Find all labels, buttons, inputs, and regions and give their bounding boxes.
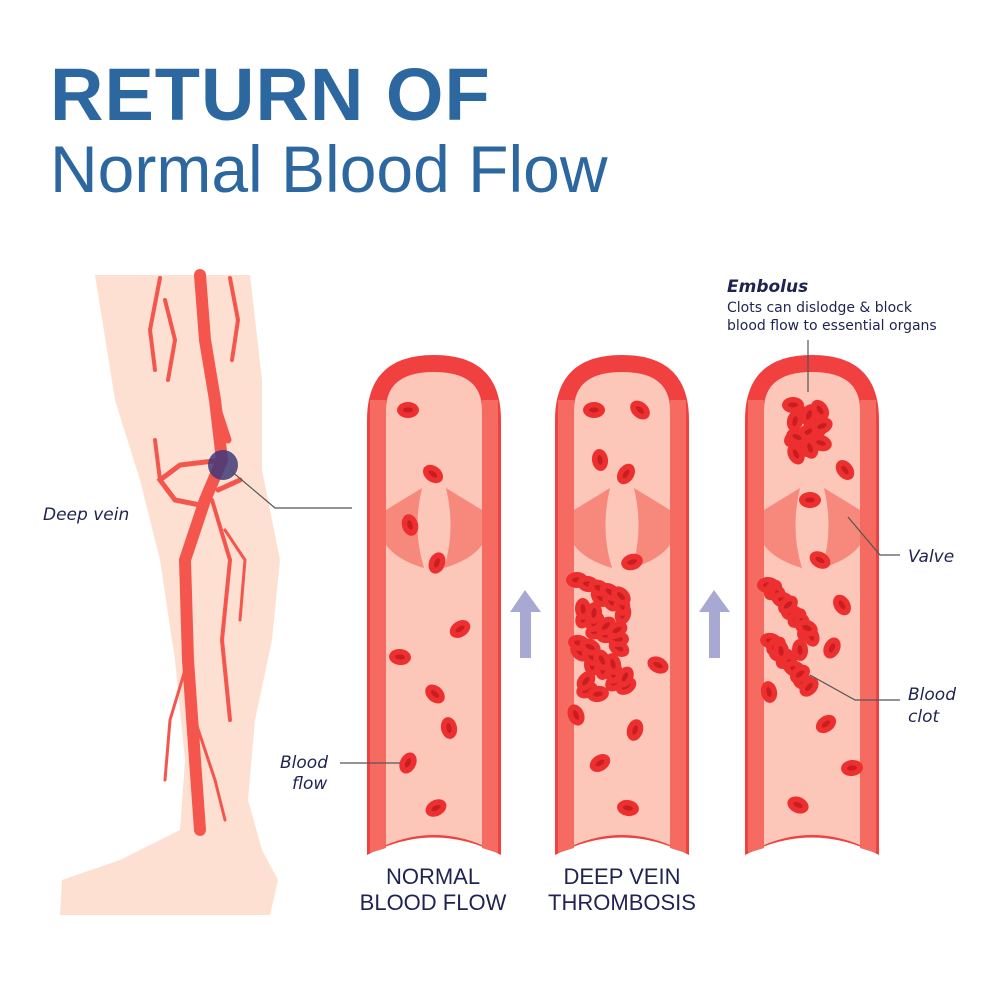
flow-arrow: [510, 590, 541, 658]
valve-leaflet: [764, 488, 802, 568]
red-blood-cell: [591, 449, 609, 471]
valve-label: Valve: [908, 547, 954, 567]
red-blood-cell: [449, 620, 471, 638]
embolus-desc-1: Clots can dislodge & block: [727, 300, 913, 316]
blood-flow-label-1: Blood: [280, 753, 328, 773]
valve-leaflet: [632, 488, 670, 568]
red-blood-cell: [799, 677, 819, 697]
red-blood-cell: [440, 717, 458, 739]
red-blood-cell: [791, 639, 809, 661]
deep-vein-label: Deep vein: [43, 505, 129, 525]
red-blood-cell: [585, 602, 603, 624]
red-blood-cell: [760, 681, 778, 703]
red-blood-cell: [815, 714, 837, 734]
red-blood-cell: [567, 704, 585, 726]
red-blood-cell: [399, 752, 417, 774]
normal-vessel: [367, 355, 501, 855]
red-blood-cell: [576, 671, 596, 691]
embolus-desc-2: blood flow to essential organs: [727, 318, 937, 334]
title-line-2: Normal Blood Flow: [50, 132, 608, 206]
red-blood-cell: [617, 799, 639, 817]
red-blood-cell: [809, 551, 831, 569]
red-blood-cell: [630, 400, 650, 420]
red-blood-cell: [422, 464, 444, 484]
red-blood-cell: [401, 514, 419, 536]
vein-highlight-circle: [208, 450, 238, 480]
red-blood-cell: [425, 684, 445, 704]
red-blood-cell: [587, 685, 609, 703]
red-blood-cell: [616, 666, 634, 688]
red-blood-cell: [787, 443, 805, 465]
red-blood-cell: [800, 404, 818, 426]
red-blood-cell: [799, 492, 821, 508]
title-line-1: RETURN OF: [50, 53, 491, 136]
red-blood-cell: [425, 799, 447, 817]
red-blood-cell: [397, 402, 419, 418]
embolus-title: Embolus: [727, 277, 808, 297]
red-blood-cell: [772, 640, 790, 662]
red-blood-cell: [787, 796, 809, 814]
normal-caption-1: NORMAL: [386, 864, 480, 889]
leg-illustration: [60, 269, 352, 915]
red-blood-cell: [604, 653, 622, 675]
valve-leaflet: [822, 488, 860, 568]
flow-arrow: [699, 590, 730, 658]
red-blood-cell: [611, 586, 631, 606]
red-blood-cell: [626, 719, 644, 741]
valve-leaflet: [444, 488, 482, 568]
red-blood-cell: [579, 638, 601, 656]
red-blood-cell: [583, 402, 605, 418]
red-blood-cell: [606, 621, 628, 639]
red-blood-cell: [789, 664, 811, 684]
callout-line: [229, 469, 352, 509]
red-blood-cell: [796, 619, 818, 637]
dvt-caption-2: THROMBOSIS: [548, 890, 696, 915]
dvt-caption-1: DEEP VEIN: [564, 864, 681, 889]
red-blood-cell: [835, 460, 855, 480]
blood-clot-label-1: Blood: [908, 685, 956, 705]
red-blood-cell: [389, 648, 411, 666]
normal-caption-2: BLOOD FLOW: [360, 890, 507, 915]
blood-clot-label-2: clot: [908, 707, 940, 727]
red-blood-cell: [647, 656, 669, 674]
blood-flow-label-2: flow: [292, 774, 327, 794]
embolus-vessel: [745, 355, 879, 855]
valve-leaflet: [574, 488, 612, 568]
red-blood-cell: [786, 410, 804, 432]
red-blood-cell: [811, 417, 833, 435]
red-blood-cell: [621, 553, 643, 571]
red-blood-cell: [823, 637, 841, 659]
red-blood-cell: [841, 759, 863, 777]
red-blood-cell: [428, 552, 446, 574]
red-blood-cell: [589, 754, 611, 772]
red-blood-cell: [617, 463, 635, 485]
red-blood-cell: [801, 437, 819, 459]
red-blood-cell: [778, 595, 798, 615]
red-blood-cell: [786, 428, 808, 446]
red-blood-cell: [833, 594, 851, 616]
